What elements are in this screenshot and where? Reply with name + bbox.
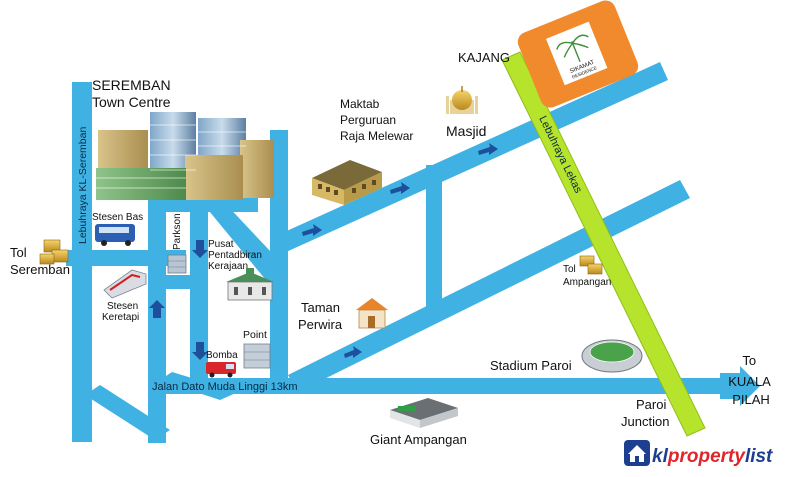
label-to-kuala-pilah: To KUALA PILAH [728,353,774,407]
road-parkson-mid [148,275,208,289]
arrow-right-icon [478,143,498,155]
label-taman-perwira: Taman Perwira [298,300,344,332]
coins-icon [579,255,603,275]
label-giant-ampangan: Giant Ampangan [370,432,467,447]
label-jalan-dato: Jalan Dato Muda Linggi 13km [152,381,298,393]
highway-lekas [501,51,706,437]
mall-icon [243,343,271,369]
bus-icon [95,224,135,246]
road-pusat-vertical [270,130,288,390]
brand-logo: klpropertylist [624,440,773,467]
direction-arrows [149,143,498,360]
label-point: Point [243,329,267,341]
train-icon [103,269,147,299]
label-stesen-bas: Stesen Bas [92,212,143,223]
road-parkson-left [148,195,166,443]
sikamat-residence-logo: SIKAMAT RESIDENCE [517,0,639,108]
fire-truck-icon [206,362,236,378]
label-bomba: Bomba [206,350,238,361]
building-cluster-icon [96,112,274,200]
palm-tree-icon [556,34,589,63]
mosque-icon [446,86,478,114]
stadium-icon [581,339,643,373]
road-arrow-kuala-pilah [720,366,760,406]
label-parkson: Parkson [172,213,183,250]
home-logo-icon [628,445,646,462]
arrow-up-icon [149,300,165,318]
coins-icon [39,239,69,265]
label-stesen-keretapi: Stesen Keretapi [102,301,141,323]
label-seremban-town: SEREMBAN Town Centre [92,77,174,110]
label-tol-ampangan: Tol Ampangan [563,264,611,288]
label-tol-seremban: Tol Seremban [10,245,70,277]
road-town-diagonal [200,200,288,285]
svg-text:klpropertylist: klpropertylist [652,446,773,467]
arrow-right-icon [344,346,362,358]
road-connector [426,165,442,313]
label-kajang: KAJANG [458,50,510,65]
college-building-icon [312,160,382,205]
road-network [66,62,760,443]
arrow-down-icon [192,240,208,258]
label-maktab: Maktab Perguruan Raja Melewar [340,97,413,143]
arrow-down-icon [192,342,208,360]
road-parkson-right [190,200,208,390]
label-stadium-paroi: Stadium Paroi [490,358,572,373]
road-upper-diagonal [280,62,668,252]
road-keretapi-diagonal [85,385,170,440]
label-pusat: Pusat Pentadbiran Kerajaan [208,239,265,272]
house-icon [356,298,388,329]
government-building-icon [226,268,274,301]
label-lebuhraya-kl: Lebuhraya KL-Seremban [77,127,89,244]
arrow-right-icon [302,224,322,236]
supermarket-icon [390,398,458,428]
label-paroi-junction: Paroi Junction [621,397,670,429]
label-masjid: Masjid [446,123,486,139]
arrow-right-icon [390,182,410,194]
mall-icon [167,254,187,274]
